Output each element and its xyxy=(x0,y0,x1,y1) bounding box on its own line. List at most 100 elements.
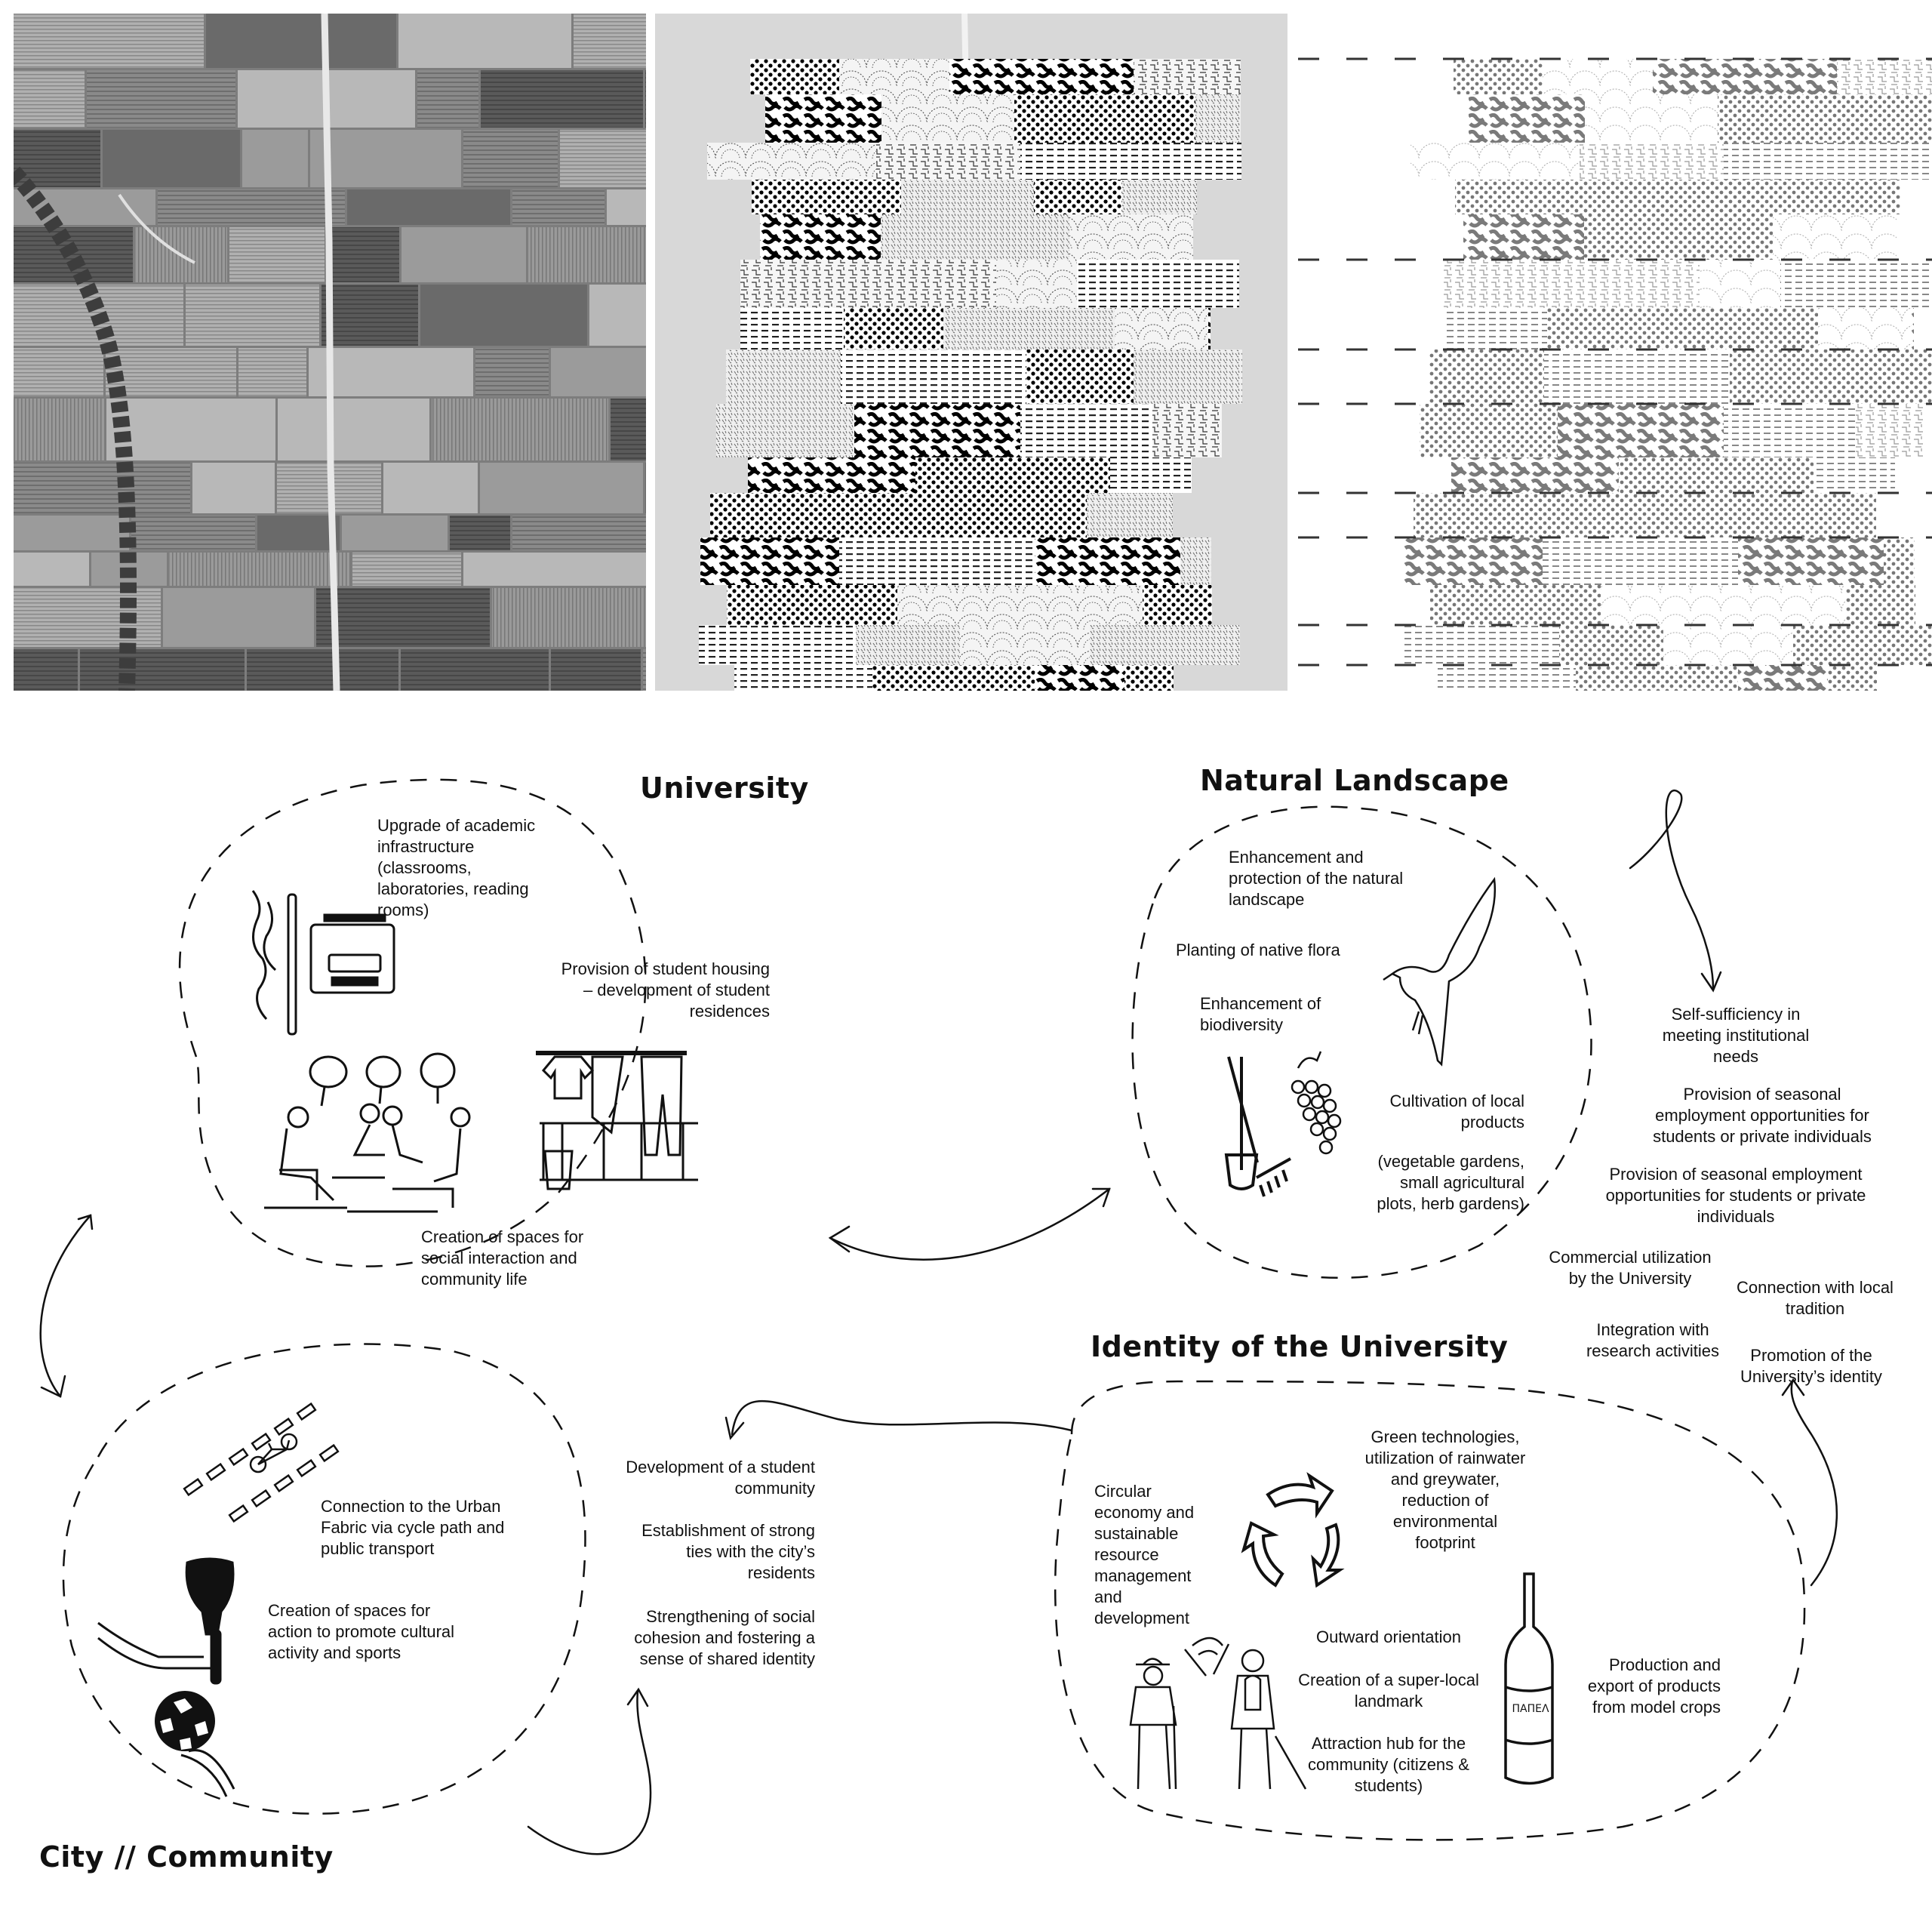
field-plot xyxy=(309,348,473,396)
field-plot xyxy=(169,553,350,586)
pattern-plot xyxy=(872,665,1035,691)
pattern-plot xyxy=(1077,260,1239,308)
field-plot xyxy=(551,348,646,396)
pattern-plot xyxy=(839,537,1035,585)
pattern-plot xyxy=(1619,457,1814,493)
field-plot xyxy=(87,70,235,128)
pattern-plot xyxy=(716,404,854,457)
field-plot xyxy=(551,649,641,691)
arrow-natural-outcomes xyxy=(1629,790,1715,990)
field-plot xyxy=(463,553,646,586)
pattern-plot xyxy=(1034,180,1122,214)
pattern-plot xyxy=(901,180,1034,214)
field-plot xyxy=(229,227,325,282)
cycle-path-tile xyxy=(205,1462,226,1482)
field-plot xyxy=(574,14,646,68)
pattern-plot xyxy=(1718,94,1899,143)
pattern-overlay xyxy=(655,14,1287,691)
pattern-plot xyxy=(1790,493,1876,537)
pattern-plot xyxy=(1020,404,1152,457)
pattern-plot xyxy=(1738,537,1884,585)
field-plot xyxy=(14,399,104,460)
pattern-plot xyxy=(1793,625,1932,665)
natural-item-biodiversity: Enhancement of biodiversity xyxy=(1200,994,1321,1034)
pattern-plot xyxy=(811,493,890,537)
cycle-path-tile xyxy=(318,1443,340,1463)
community-item-social-cohesion: Strengthening of social cohesion and fos… xyxy=(634,1607,815,1668)
arrow-university-city xyxy=(39,1214,92,1398)
field-plot xyxy=(14,649,78,691)
city-community-title: City // Community xyxy=(39,1840,334,1874)
pattern-plot xyxy=(1743,585,1846,625)
pattern-plot xyxy=(1463,214,1584,260)
pattern-plot xyxy=(1444,308,1547,349)
pattern-plot xyxy=(1773,214,1897,260)
pattern-plot xyxy=(1700,260,1780,308)
pattern-plot xyxy=(700,537,839,585)
field-plot xyxy=(398,14,571,68)
field-plot xyxy=(417,70,478,128)
laundry-rack-icon xyxy=(536,1051,698,1190)
pattern-plot xyxy=(1118,143,1241,180)
pattern-plot xyxy=(915,457,1110,493)
pattern-plot xyxy=(1647,308,1818,349)
natural-item-gardens: (vegetable gardens, small agricultural p… xyxy=(1377,1152,1524,1213)
identity-item-outward-orientation: Outward orientation xyxy=(1316,1627,1461,1646)
pattern-plot xyxy=(1195,94,1241,143)
field-plot xyxy=(401,649,549,691)
pattern-plot xyxy=(1208,308,1211,349)
pattern-plot xyxy=(1438,665,1576,691)
pattern-plot xyxy=(1420,404,1558,457)
pattern-plot xyxy=(1115,308,1208,349)
field-plot xyxy=(14,588,161,647)
outcome-self-sufficiency: Self-sufficiency in meeting institutiona… xyxy=(1662,1005,1810,1066)
pattern-plot xyxy=(1040,585,1143,625)
pattern-plot xyxy=(1737,180,1826,214)
cycle-path-tile xyxy=(183,1477,204,1497)
pattern-plot xyxy=(1180,537,1211,585)
field-plot xyxy=(14,348,103,396)
pattern-plot xyxy=(1451,457,1619,493)
field-plot xyxy=(316,588,490,647)
pattern-plot xyxy=(1559,625,1663,665)
field-plot xyxy=(480,463,643,513)
pattern-plot xyxy=(987,493,1087,537)
field-plot xyxy=(238,348,306,396)
pattern-plot xyxy=(1828,665,1877,691)
cycle-path-tile xyxy=(251,1432,272,1452)
pattern-plot xyxy=(1899,94,1932,143)
pattern-plot xyxy=(960,625,1090,665)
outcome-commercial-utilization: Commercial utilization by the University xyxy=(1549,1248,1712,1288)
identity-item-attraction-hub: Attraction hub for the community (citize… xyxy=(1308,1734,1469,1795)
pattern-plot xyxy=(765,94,881,143)
field-plot xyxy=(481,70,643,128)
pattern-plot xyxy=(1558,404,1724,457)
pattern-plot xyxy=(1912,308,1914,349)
field-plot xyxy=(257,516,340,550)
natural-item-native-flora: Planting of native flora xyxy=(1176,941,1340,959)
identity-item-green-technologies: Green technologies, utilization of rainw… xyxy=(1364,1427,1526,1552)
outcome-seasonal-employment-1: Provision of seasonal employment opportu… xyxy=(1653,1085,1872,1146)
university-title: University xyxy=(640,771,809,805)
identity-item-circular-economy: Circular economy and sustainable resourc… xyxy=(1094,1482,1195,1627)
pattern-plot xyxy=(1411,143,1580,180)
field-plot xyxy=(643,649,646,691)
pattern-plot xyxy=(740,260,873,308)
pattern-plot xyxy=(1515,493,1593,537)
field-plot xyxy=(645,463,646,513)
outcome-seasonal-employment-2: Provision of seasonal employment opportu… xyxy=(1605,1165,1866,1226)
identity-item-production-export: Production and export of products from m… xyxy=(1587,1655,1721,1717)
cycle-path-tile xyxy=(296,1402,317,1421)
field-plot xyxy=(560,130,646,187)
pattern-plot xyxy=(1124,665,1174,691)
pattern-plot xyxy=(1143,585,1212,625)
field-plot xyxy=(463,130,558,187)
cycle-path-tile xyxy=(273,1417,294,1436)
pattern-plot xyxy=(750,59,839,94)
pattern-plot xyxy=(897,585,1040,625)
grapes-icon xyxy=(1291,1051,1342,1155)
university-item-academic-infrastructure: Upgrade of academic infrastructure (clas… xyxy=(377,816,536,919)
natural-item-local-products: Cultivation of local products xyxy=(1389,1092,1524,1132)
field-plot xyxy=(14,14,204,68)
arrow-city-community xyxy=(527,1689,652,1855)
